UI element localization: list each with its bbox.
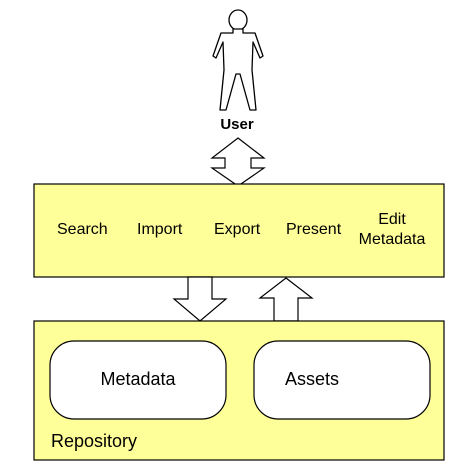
repository-label: Repository [51,431,138,451]
assets-store [253,340,431,420]
user-bidirectional-arrow [210,137,266,187]
metadata-store [49,340,227,420]
metadata-store-label: Metadata [100,369,176,389]
operation-import: Import [137,221,183,238]
user-label: User [220,116,254,133]
operations-box [33,183,445,278]
operation-export: Export [214,221,261,238]
operation-edit-metadata: Edit Metadata [358,211,426,248]
down-arrow [172,276,228,322]
operation-search: Search [57,221,108,238]
assets-store-label: Assets [284,369,340,389]
up-arrow [258,277,314,322]
operation-present: Present [286,221,342,238]
user-icon [212,9,264,111]
